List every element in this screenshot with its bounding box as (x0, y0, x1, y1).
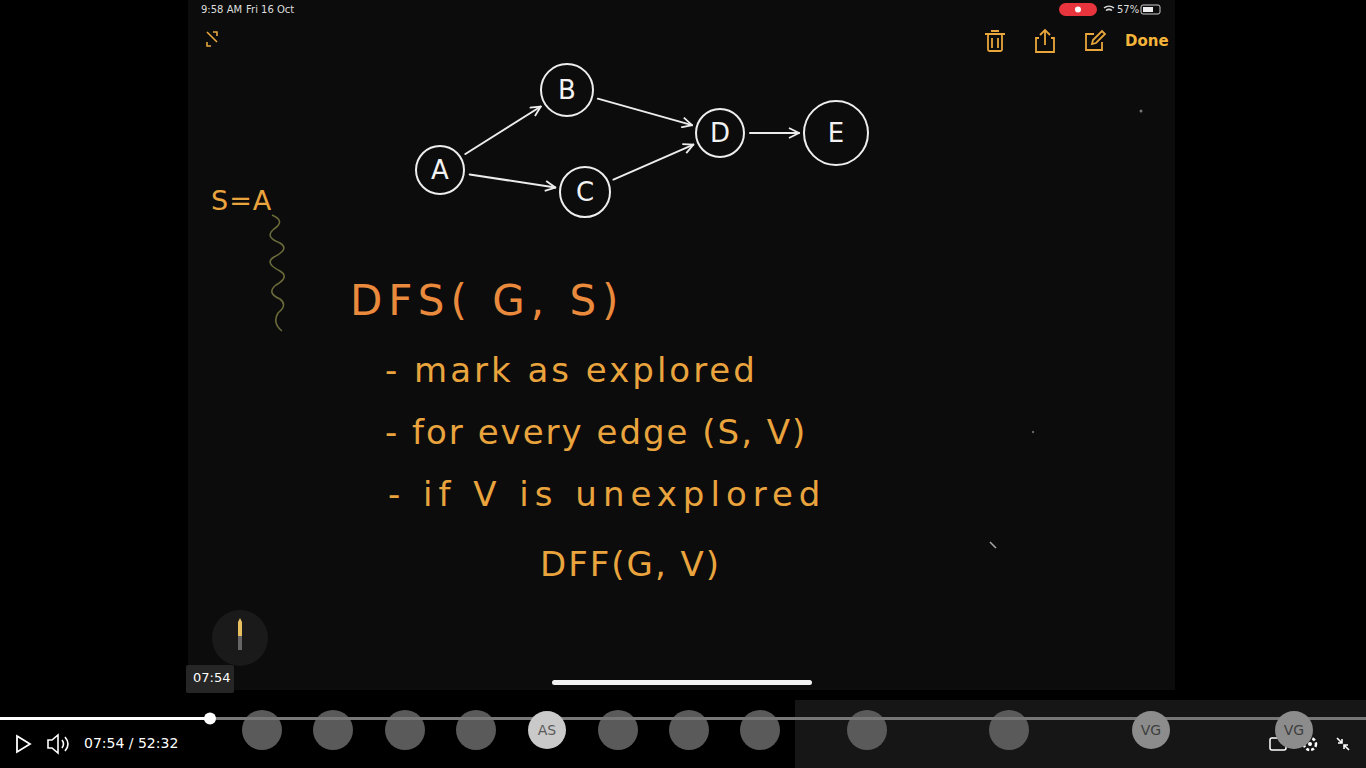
status-time: 9:58 AM (201, 4, 242, 15)
graph-vertex-circle (696, 109, 744, 157)
directed-edge (470, 175, 556, 188)
recording-pill (1059, 3, 1097, 16)
pseudocode-line: - if V is unexplored (388, 476, 826, 513)
node-text: VG (1141, 723, 1161, 737)
node-text: D (710, 120, 730, 146)
trash-icon (985, 31, 1005, 51)
node-text: E (828, 120, 844, 146)
progress-thumb (204, 713, 216, 725)
graph-vertex-circle (416, 146, 464, 194)
share-icon (1036, 30, 1054, 52)
done-button: Done (1125, 33, 1169, 50)
stray-dot (1140, 110, 1143, 113)
node-text: A (431, 157, 449, 183)
recording-dot (1075, 7, 1081, 13)
stray-dot (1032, 431, 1034, 433)
scribble (270, 215, 284, 331)
exit-fullscreen-icon (1337, 738, 1349, 750)
function-heading: DFS( G, S) (350, 278, 624, 324)
pseudocode-line: DFF(G, V) (540, 546, 721, 583)
compose-icon (1086, 31, 1105, 50)
participant-strip-shade (795, 700, 1366, 768)
node-text: C (576, 179, 594, 205)
tablet-screen (188, 0, 1175, 690)
graph-vertex-circle (560, 167, 610, 217)
graph-vertex: D (695, 108, 745, 158)
participant-avatar-circle (528, 711, 566, 749)
graph-vertex: B (540, 63, 594, 117)
time-tooltip-box (186, 665, 234, 693)
pseudocode-line: - mark as explored (385, 352, 758, 389)
participant-avatar: VG (1274, 710, 1314, 750)
pen-tool-button (212, 610, 268, 666)
progress-fill (0, 717, 210, 720)
participant-avatar-circle (1275, 711, 1313, 749)
graph-vertex-circle (541, 64, 593, 116)
node-text: B (558, 77, 576, 103)
graph-vertex-circle (804, 101, 868, 165)
participant-avatar: AS (527, 710, 567, 750)
graph-vertex: C (559, 166, 611, 218)
time-tooltip: 07:54 (193, 671, 230, 685)
graph-vertex: A (415, 145, 465, 195)
wifi-icon (1104, 6, 1114, 10)
node-text: AS (538, 723, 556, 737)
battery-level (1143, 7, 1153, 12)
volume-icon (48, 735, 68, 753)
directed-edge (750, 132, 799, 134)
status-date: Fri 16 Oct (246, 4, 294, 15)
collapse-icon (207, 32, 217, 46)
directed-edge (598, 99, 692, 125)
pen-tool-body (238, 636, 242, 650)
play-icon (17, 736, 30, 752)
graph-vertex: E (803, 100, 869, 166)
directed-edge (613, 145, 693, 180)
home-indicator (552, 680, 812, 685)
pen-tool-icon (238, 618, 242, 636)
participant-avatar-circle (1132, 711, 1170, 749)
participant-avatars (242, 710, 1029, 750)
participant-avatar: VG (1131, 710, 1171, 750)
pseudocode-line: - for every edge (S, V) (385, 414, 807, 451)
playback-time: 07:54 / 52:32 (84, 736, 178, 751)
start-note: S=A (211, 186, 272, 216)
pointer-mark (990, 542, 996, 548)
directed-edge (465, 107, 540, 154)
node-text: VG (1284, 723, 1304, 737)
battery-percent: 57% (1117, 4, 1139, 15)
settings-icon-hub (1308, 742, 1312, 746)
battery-icon (1141, 5, 1160, 14)
